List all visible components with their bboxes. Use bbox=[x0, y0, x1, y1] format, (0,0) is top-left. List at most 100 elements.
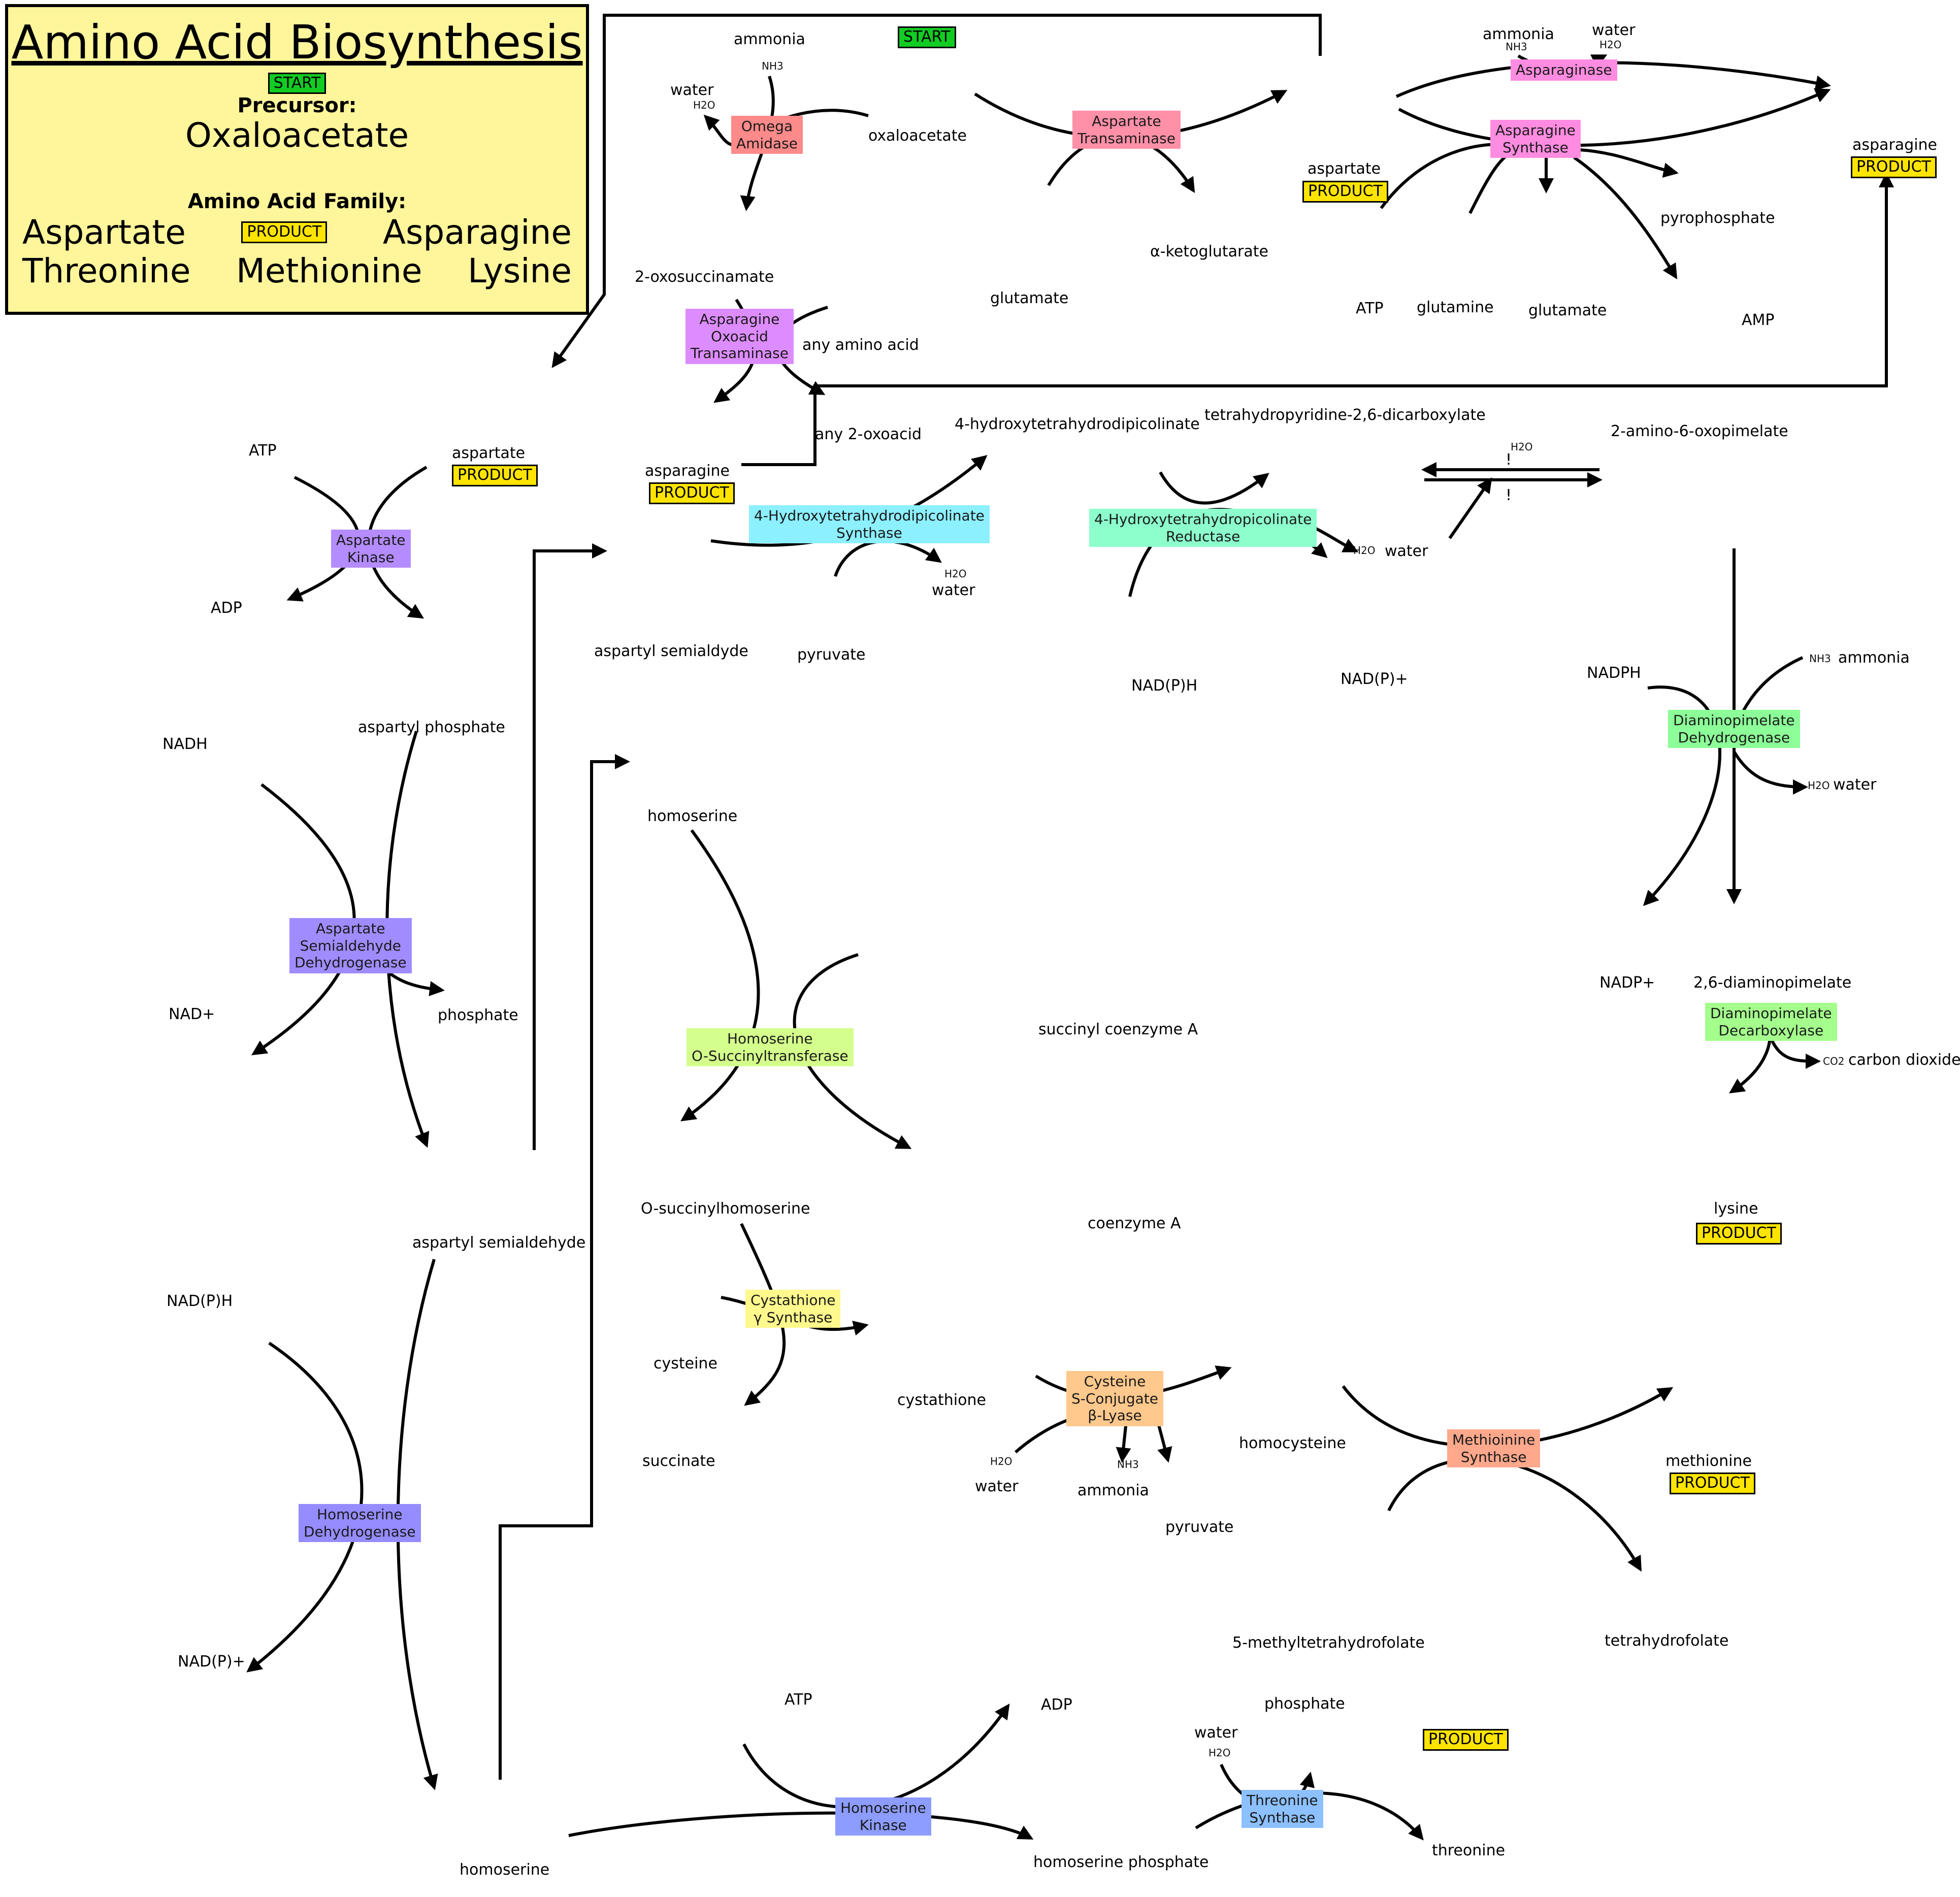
molecule-nadph-left: NAD(P)H bbox=[167, 1292, 233, 1310]
formula-h2o-mid: H2O bbox=[944, 568, 967, 580]
molecule-asparagine-mid: asparagine bbox=[645, 462, 730, 480]
molecule-any-amino-acid: any amino acid bbox=[802, 336, 919, 354]
molecule-water-asn: water bbox=[1592, 21, 1636, 39]
family-threonine: Threonine bbox=[22, 251, 191, 290]
enzyme-label: Asparaginase bbox=[1516, 61, 1612, 78]
arrow-aspartate-to-asparagine-b bbox=[1398, 88, 1831, 147]
molecule-oxaloacetate: oxaloacetate bbox=[868, 127, 967, 145]
arrow-nadh-to-nad bbox=[251, 783, 356, 1056]
molecule-adp-left: ADP bbox=[211, 599, 242, 617]
formula-h2o-asn: H2O bbox=[1599, 39, 1622, 51]
molecule-nad-plus: NAD+ bbox=[169, 1005, 215, 1023]
molecule-2-oxosuccinamate: 2-oxosuccinamate bbox=[635, 268, 774, 286]
family-aspartate: Aspartate bbox=[22, 212, 186, 252]
molecule-aspartate-top: aspartate bbox=[1308, 160, 1381, 178]
molecule-ammonia-top: ammonia bbox=[734, 30, 805, 48]
molecule-nadp-plus-mid: NAD(P)+ bbox=[1341, 670, 1408, 688]
start-legend-badge: START bbox=[268, 72, 326, 94]
family-asparagine: Asparagine bbox=[382, 212, 572, 252]
family-row-2: Threonine Methionine Lysine bbox=[8, 251, 586, 290]
formula-h2o-right: H2O bbox=[1808, 779, 1830, 792]
molecule-glutamate-top: glutamate bbox=[990, 289, 1069, 307]
molecule-carbon-dioxide: carbon dioxide bbox=[1848, 1051, 1960, 1069]
molecule-phosphate-left: phosphate bbox=[438, 1006, 518, 1024]
formula-h2o-top: H2O bbox=[693, 99, 715, 111]
arrow-to-pyrophosphate bbox=[1579, 148, 1679, 178]
arrow-osh-to-succinate bbox=[740, 1223, 786, 1406]
product-badge-aspartate-left: PRODUCT bbox=[452, 465, 538, 486]
molecule-ammonia-right: ammonia bbox=[1838, 649, 1910, 667]
connector-aspartate-left bbox=[551, 14, 1322, 368]
arrow-atp-to-adp-bottom bbox=[742, 1704, 1010, 1809]
molecule-thdp: tetrahydropyridine-2,6-dicarboxylate bbox=[1204, 406, 1486, 424]
molecule-nadp-plus-right: NADP+ bbox=[1599, 974, 1655, 992]
formula-h2o-reversible: H2O bbox=[1511, 441, 1533, 453]
molecule-methionine: methionine bbox=[1665, 1452, 1752, 1470]
formula-h2o-lyase: H2O bbox=[990, 1455, 1012, 1467]
product-badge-methionine: PRODUCT bbox=[1670, 1473, 1755, 1494]
molecule-aspartyl-semialdehyde: aspartyl semialdehyde bbox=[412, 1234, 586, 1252]
molecule-atp-left: ATP bbox=[249, 442, 277, 460]
molecule-tetrahydrofolate: tetrahydrofolate bbox=[1605, 1632, 1729, 1650]
formula-co2: CO2 bbox=[1823, 1055, 1845, 1067]
molecule-threonine: threonine bbox=[1432, 1842, 1506, 1859]
molecule-nadph-right: NADPH bbox=[1587, 664, 1641, 682]
formula-nh3-lyase: NH3 bbox=[1117, 1458, 1139, 1470]
molecule-phosphate-thr: phosphate bbox=[1264, 1695, 1345, 1713]
molecule-glutamate-asn: glutamate bbox=[1528, 302, 1607, 319]
molecule-nadph-mid: NAD(P)H bbox=[1131, 677, 1198, 695]
molecule-water-mid: water bbox=[932, 581, 975, 599]
arrow-hthdp-to-thdp bbox=[1159, 471, 1269, 505]
arrow-nadph-to-nadp-right bbox=[1643, 685, 1722, 906]
molecule-pyruvate-mid: pyruvate bbox=[797, 646, 866, 664]
molecule-homocysteine: homocysteine bbox=[1239, 1434, 1346, 1452]
family-label: Amino Acid Family: bbox=[187, 189, 407, 213]
molecule-water-right: water bbox=[1833, 776, 1877, 794]
product-badge-asparagine-mid: PRODUCT bbox=[649, 482, 735, 504]
molecule-cysteine: cysteine bbox=[654, 1355, 717, 1372]
precursor-label: Precursor: bbox=[237, 94, 357, 118]
molecule-aspartyl-semialdyde: aspartyl semialdyde bbox=[594, 642, 748, 660]
molecule-atp-bottom: ATP bbox=[785, 1691, 812, 1709]
molecule-coenzyme-a: coenzyme A bbox=[1088, 1215, 1181, 1232]
molecule-alpha-ketoglutarate: α-ketoglutarate bbox=[1150, 243, 1268, 260]
reversible-mark-top: ! bbox=[1506, 451, 1512, 469]
arrow-nadph-to-nadp bbox=[246, 1342, 364, 1673]
enzyme-asparaginase[interactable]: Asparaginase bbox=[1511, 59, 1617, 81]
product-badge-lysine: PRODUCT bbox=[1696, 1223, 1782, 1245]
molecule-cystathione: cystathione bbox=[897, 1391, 986, 1409]
arrow-homoserine-to-osh bbox=[680, 829, 760, 1122]
molecule-water-lyase: water bbox=[975, 1478, 1019, 1495]
molecule-water-thr: water bbox=[1194, 1724, 1238, 1742]
